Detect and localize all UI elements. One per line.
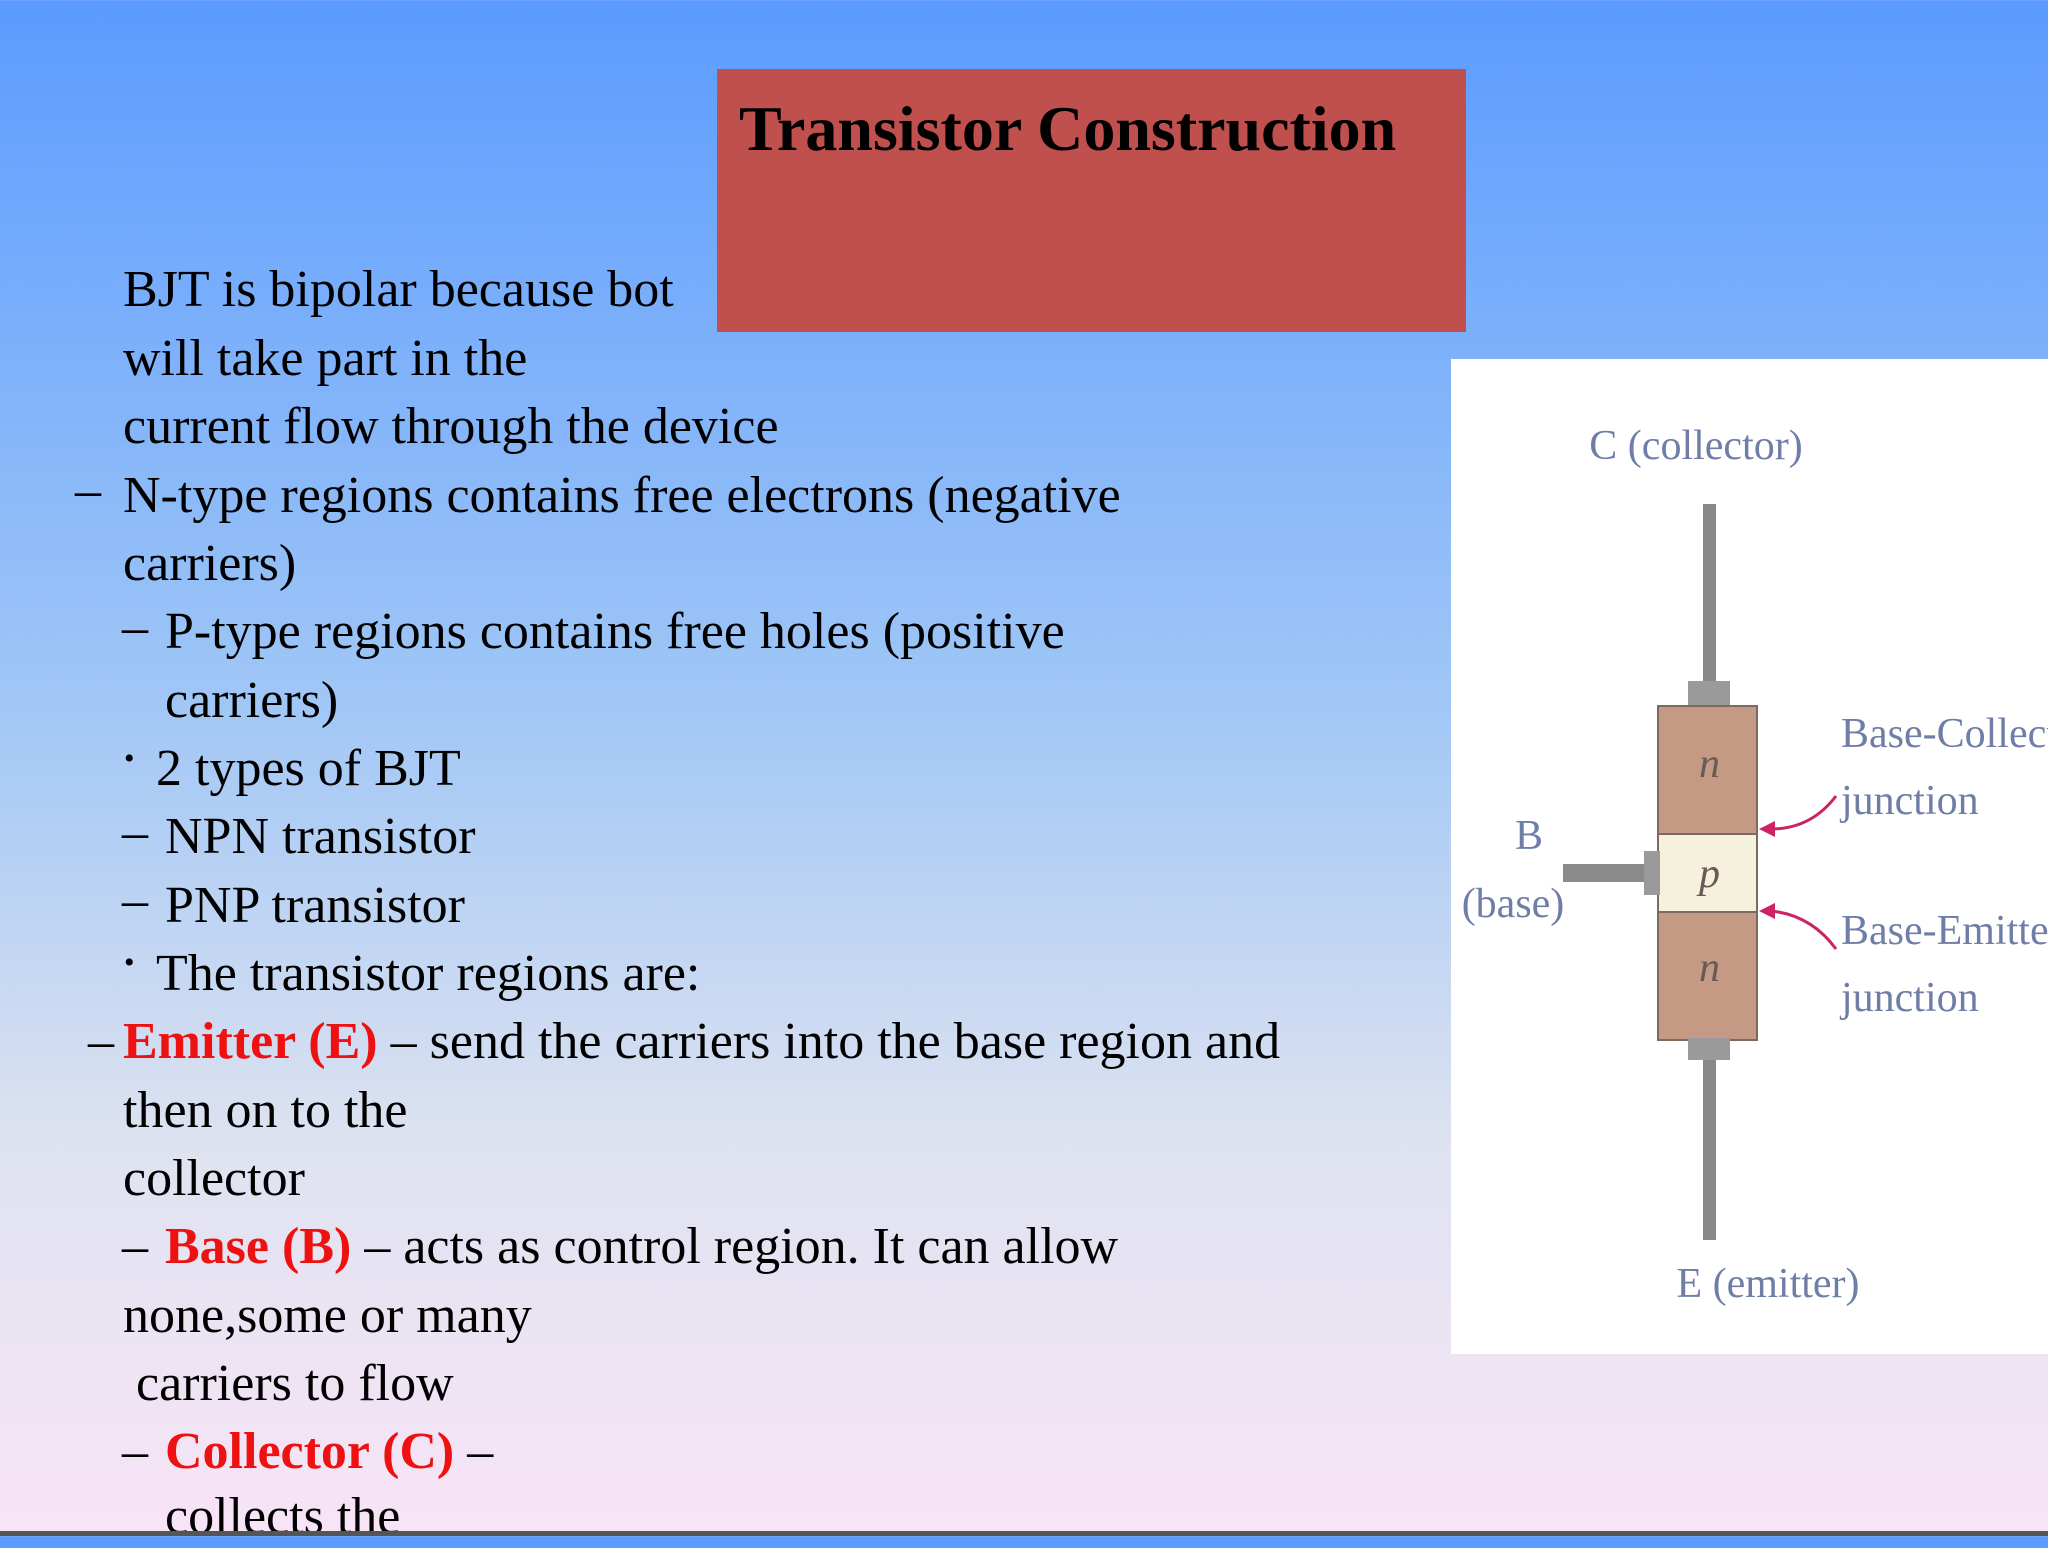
- text-line-13: then on to the: [123, 1082, 408, 1139]
- dash-marker: –: [122, 872, 148, 929]
- collector-lead: [1703, 504, 1716, 684]
- dash-marker: –: [122, 1218, 148, 1275]
- n-region-top: [1657, 705, 1758, 835]
- base-term: Base (B): [165, 1218, 352, 1275]
- base-collector-label: Base-Collector: [1841, 711, 2048, 757]
- base-emitter-junction-label: junction: [1839, 975, 1979, 1021]
- text-line-9: NPN transistor: [165, 808, 476, 865]
- text-line-10: PNP transistor: [165, 877, 465, 934]
- base-description: – acts as control region. It can allow: [351, 1218, 1119, 1275]
- emitter-label: E (emitter): [1676, 1261, 1859, 1307]
- collector-cap: [1688, 681, 1730, 709]
- collector-label: C (collector): [1589, 423, 1802, 469]
- title-box: Transistor Construction: [717, 69, 1466, 332]
- collector-description: –: [454, 1423, 494, 1480]
- base-emitter-arrow: [1759, 903, 1838, 950]
- transistor-diagram: n p n C (collector) B (base) E (emitter)…: [1451, 359, 2048, 1354]
- slide-title: Transistor Construction: [739, 93, 1397, 164]
- text-line-14: collector: [123, 1150, 305, 1207]
- emitter-cap: [1688, 1038, 1730, 1060]
- text-line-16: none,some or many: [123, 1287, 532, 1344]
- base-collector-arrow: [1759, 795, 1838, 837]
- bottom-rule: [0, 1531, 2048, 1536]
- text-line-11: The transistor regions are:: [156, 945, 701, 1002]
- emitter-lead: [1703, 1060, 1716, 1240]
- n-region-bottom: [1657, 911, 1758, 1041]
- dash-marker: –: [122, 804, 148, 861]
- p-region: [1657, 833, 1758, 913]
- text-line-2: will take part in the: [123, 330, 528, 387]
- bullet-marker: •: [124, 742, 135, 775]
- text-line-19: collects the: [165, 1488, 401, 1545]
- bullet-marker: •: [124, 946, 135, 979]
- base-label-text: (base): [1462, 881, 1565, 927]
- region-label-bottom: n: [1699, 945, 1720, 991]
- text-line-15: Base (B) – acts as control region. It ca…: [165, 1216, 1118, 1278]
- region-label-mid: p: [1696, 851, 1720, 897]
- text-line-17: carriers to flow: [123, 1355, 454, 1412]
- dash-marker: –: [122, 599, 148, 656]
- text-line-8: 2 types of BJT: [156, 740, 461, 797]
- text-line-7: carriers): [165, 672, 339, 729]
- transistor-diagram-svg: n p n C (collector) B (base) E (emitter)…: [1462, 423, 2048, 1307]
- text-line-3: current flow through the device: [123, 398, 779, 455]
- text-line-1: BJT is bipolar because bot: [123, 261, 674, 318]
- base-emitter-label: Base-Emitter: [1841, 908, 2048, 954]
- base-lead: [1563, 864, 1648, 882]
- emitter-term: Emitter (E): [123, 1013, 378, 1070]
- base-cap: [1644, 851, 1660, 895]
- region-label-top: n: [1699, 741, 1720, 787]
- base-collector-junction-label: junction: [1839, 778, 1979, 824]
- text-line-6: P-type regions contains free holes (posi…: [165, 603, 1065, 660]
- text-line-18: Collector (C) –: [165, 1421, 493, 1483]
- dash-marker: –: [75, 462, 101, 519]
- text-line-12: Emitter (E) – send the carriers into the…: [123, 1011, 1280, 1073]
- dash-marker: –: [122, 1423, 148, 1480]
- collector-term: Collector (C): [165, 1423, 455, 1480]
- text-line-5: carriers): [123, 535, 297, 592]
- base-label-letter: B: [1515, 813, 1543, 859]
- dash-marker: –: [88, 1013, 114, 1070]
- text-line-4: N-type regions contains free electrons (…: [123, 467, 1121, 524]
- emitter-description: – send the carriers into the base region…: [377, 1013, 1281, 1070]
